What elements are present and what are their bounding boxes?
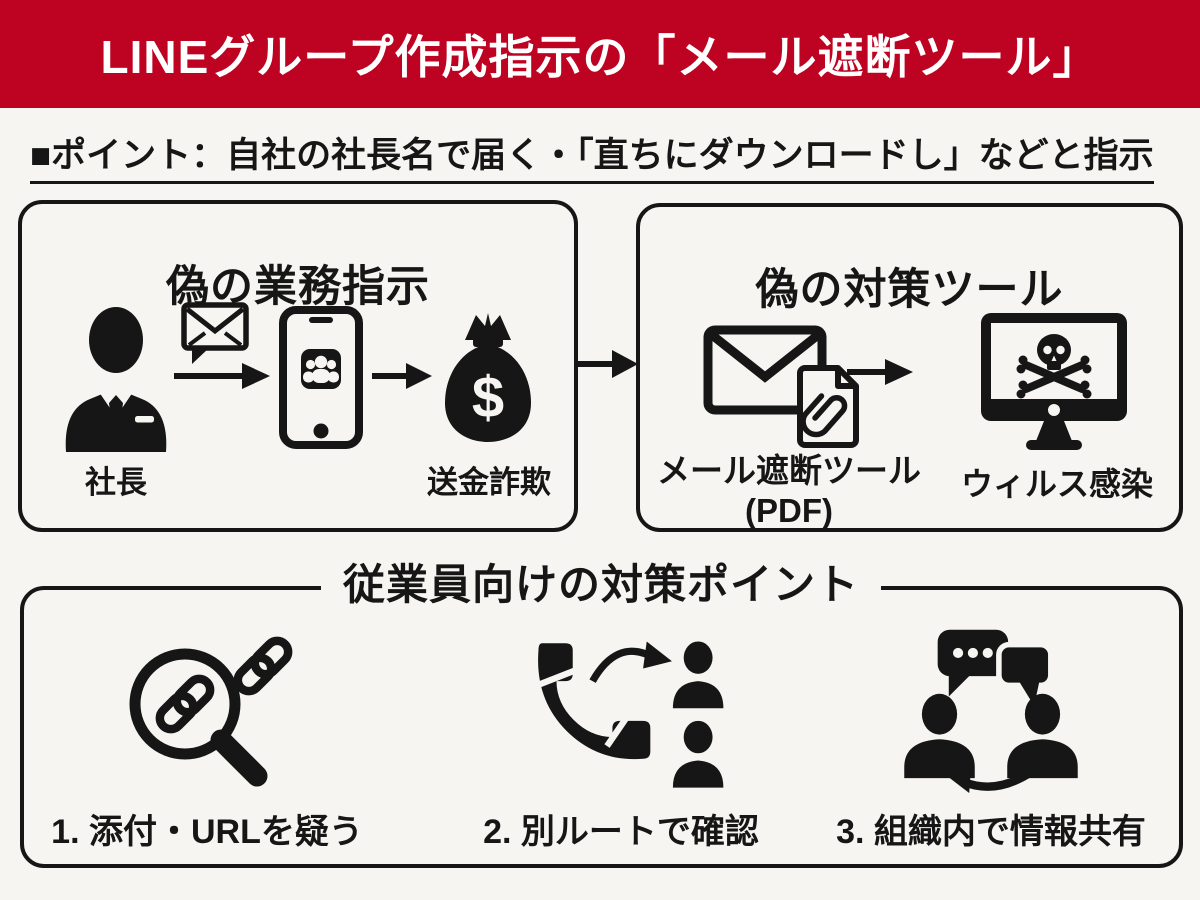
countermeasure-item-3: 3. 組織内で情報共有 xyxy=(816,624,1166,853)
arrow-right-icon xyxy=(372,362,432,390)
phone-verify-icon xyxy=(515,624,727,796)
fake-instruction-box: 偽の業務指示 社長 xyxy=(18,200,578,532)
mail-attachment-pdf-icon xyxy=(702,320,882,450)
fake-tool-title: 偽の対策ツール xyxy=(755,265,1064,314)
point-text: ■ポイント：自社の社長名で届く・「直ちにダウンロードし」などと指示 xyxy=(30,127,1154,184)
countermeasures-title: 従業員向けの対策ポイント xyxy=(320,551,882,612)
countermeasure-label-1: 1. 添付・URLを疑う xyxy=(51,813,363,851)
smartphone-group-app-icon xyxy=(279,306,363,449)
arrow-right-icon xyxy=(576,349,638,379)
mail-tool-label-line2: (PDF) xyxy=(745,492,833,530)
virus-label: ウィルス感染 xyxy=(960,466,1153,502)
countermeasures-box: 1. 添付・URLを疑う 2. 別ルートで確認 xyxy=(20,586,1183,868)
countermeasure-label-3: 3. 組織内で情報共有 xyxy=(836,813,1146,851)
arrow-right-icon xyxy=(847,358,913,386)
president-label: 社長 xyxy=(85,465,147,500)
mail-tool-label-line1: メール遮断ツール xyxy=(657,452,921,489)
countermeasure-item-2: 2. 別ルートで確認 xyxy=(436,624,806,853)
fake-tool-box: 偽の対策ツール メール遮断ツール (PDF) xyxy=(636,203,1183,532)
people-discussion-icon xyxy=(882,624,1100,796)
mail-message-icon xyxy=(180,301,250,365)
point-note: ■ポイント：自社の社長名で届く・「直ちにダウンロードし」などと指示 xyxy=(30,127,1180,184)
countermeasure-label-2: 2. 別ルートで確認 xyxy=(483,813,759,851)
page-title: LINEグループ作成指示の「メール遮断ツール」 xyxy=(100,31,1100,83)
monitor-skull-icon xyxy=(977,309,1131,454)
mail-tool-label: メール遮断ツール (PDF) xyxy=(644,451,934,532)
svg-text:$: $ xyxy=(472,365,504,430)
businessman-icon xyxy=(54,304,178,454)
money-bag-icon: $ xyxy=(437,310,539,446)
fraud-label: 送金詐欺 xyxy=(427,465,551,500)
magnifier-link-icon xyxy=(115,624,299,796)
banner: LINEグループ作成指示の「メール遮断ツール」 xyxy=(0,0,1200,108)
countermeasure-item-1: 1. 添付・URLを疑う xyxy=(24,624,390,853)
arrow-right-icon xyxy=(174,362,270,390)
